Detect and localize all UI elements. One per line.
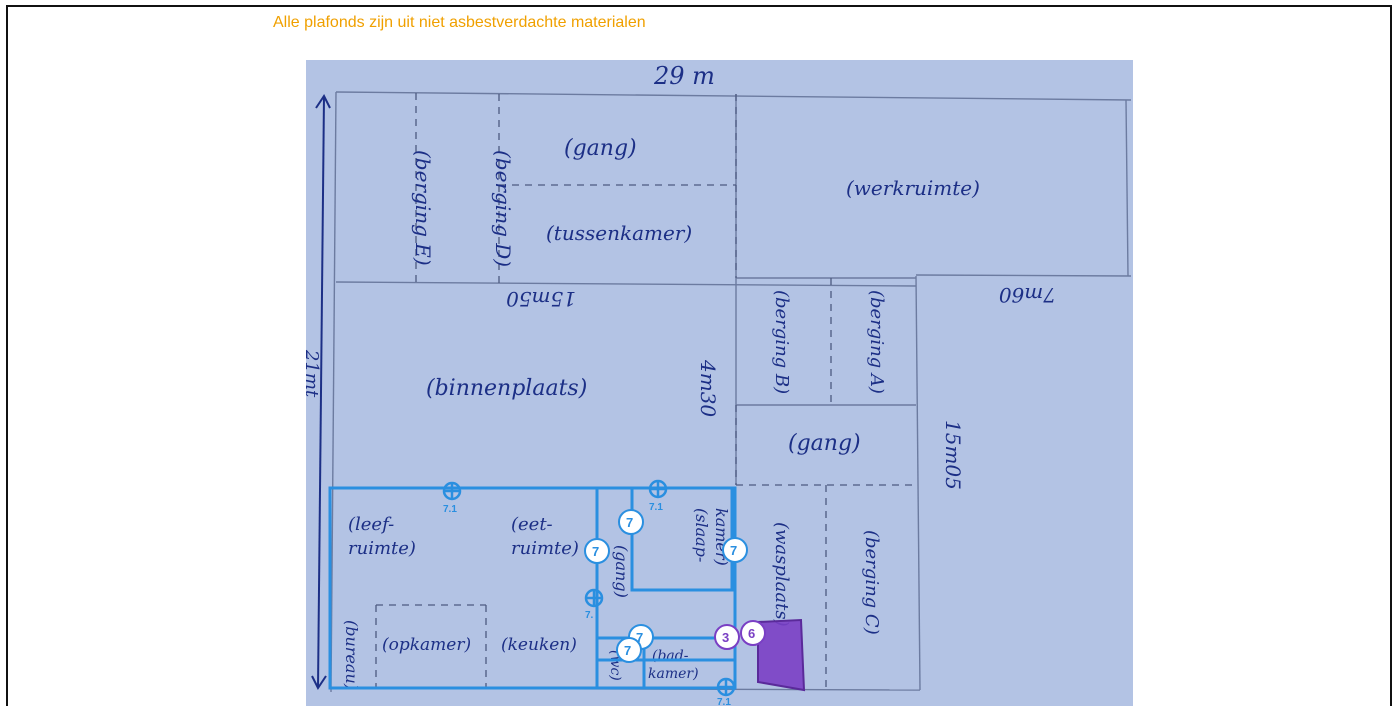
room-leefruimte-1: (leef- (348, 514, 394, 535)
ceiling-notice: Alle plafonds zijn uit niet asbestverdac… (273, 14, 646, 31)
room-wasplaats: (wasplaats) (771, 522, 792, 627)
svg-text:7: 7 (636, 630, 643, 645)
handwritten-labels: 29 m 15m50 4m30 7m60 15m05 21mt (berging… (306, 62, 1056, 690)
sample-points (442, 479, 736, 697)
room-slaapkamer-1: (slaap- (692, 508, 711, 562)
dim-mid-height: 4m30 (696, 359, 720, 417)
room-badkamer-2: kamer) (648, 666, 699, 682)
room-berging-d: (berging D) (491, 150, 515, 267)
svg-text:7: 7 (592, 544, 599, 559)
dim-binnenplaats-width: 15m50 (506, 287, 576, 311)
room-bureau: (bureau) (342, 620, 361, 690)
room-berging-c: (berging C) (861, 530, 882, 635)
marker-6[interactable]: 6 (740, 620, 766, 646)
marker-7-a[interactable]: 7 (618, 509, 644, 535)
marker-7-b[interactable]: 7 (584, 538, 610, 564)
asbestos-zone[interactable] (757, 618, 806, 692)
room-berging-a: (berging A) (866, 290, 887, 394)
marker-3[interactable]: 3 (714, 624, 740, 650)
paper-shading (306, 60, 1133, 706)
sample-point-7-1-left[interactable] (442, 481, 462, 501)
room-leefruimte-2: ruimte) (348, 538, 416, 559)
sample-label-7-1-left: 7.1 (443, 504, 457, 515)
room-berging-e: (berging E) (411, 150, 435, 266)
room-werkruimte: (werkruimte) (846, 176, 980, 200)
dim-left-height: 21mt (306, 349, 322, 398)
room-opkamer: (opkamer) (382, 635, 471, 655)
svg-text:6: 6 (748, 626, 755, 641)
room-eetruimte-1: (eet- (511, 514, 553, 535)
svg-text:7: 7 (730, 543, 737, 558)
sample-labels: 7.1 7.1 7. 7.1 (443, 502, 731, 706)
dim-right-height: 15m05 (941, 420, 965, 490)
marker-7-e[interactable]: 7 (616, 637, 642, 663)
svg-text:7: 7 (626, 515, 633, 530)
dim-right-width: 7m60 (999, 283, 1056, 307)
svg-text:7: 7 (624, 643, 631, 658)
room-gang-mid: (gang) (788, 431, 861, 456)
room-gang-small: (gang) (612, 545, 631, 598)
room-berging-b: (berging B) (771, 290, 792, 394)
sample-point-7-mid[interactable] (584, 588, 604, 608)
floor-plan: 29 m 15m50 4m30 7m60 15m05 21mt (berging… (306, 60, 1133, 706)
room-tussenkamer: (tussenkamer) (546, 221, 692, 245)
plan-dashed-walls (375, 93, 916, 688)
sample-point-7-1-top[interactable] (648, 479, 668, 499)
sample-label-7-1-top: 7.1 (649, 502, 663, 513)
room-gang-top: (gang) (564, 136, 637, 161)
sample-label-7-1-bottom: 7.1 (717, 697, 731, 706)
paper-background (306, 60, 1133, 706)
viewer-frame (6, 5, 1392, 706)
zone-living-area[interactable] (328, 486, 737, 690)
marker-7-c[interactable]: 7 (722, 537, 748, 563)
dim-top-width: 29 m (653, 62, 715, 90)
room-badkamer-1: (bad- (652, 648, 689, 664)
room-binnenplaats: (binnenplaats) (426, 376, 587, 401)
room-eetruimte-2: ruimte) (511, 538, 579, 559)
svg-text:3: 3 (722, 630, 729, 645)
sample-label-7-mid: 7. (585, 610, 594, 621)
height-dimension-arrow (311, 94, 331, 690)
room-keuken: (keuken) (501, 635, 577, 655)
sample-point-7-1-bottom[interactable] (716, 677, 736, 697)
